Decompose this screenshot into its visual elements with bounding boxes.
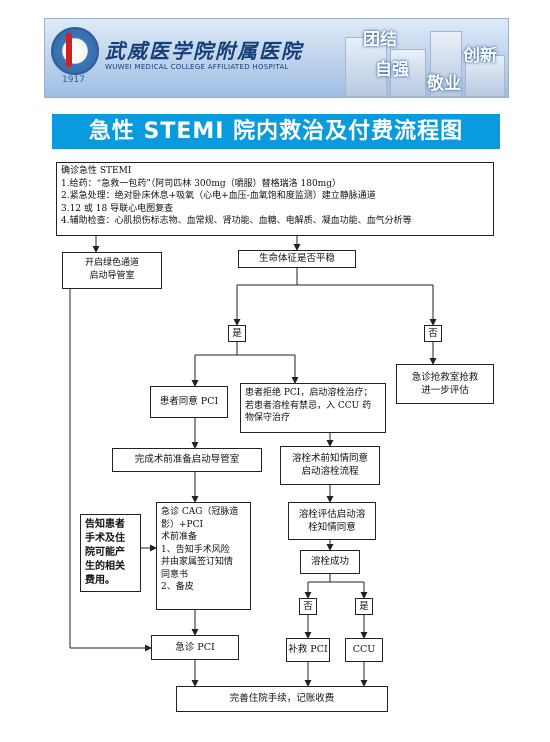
logo-year: 1917 bbox=[62, 75, 85, 85]
thrombolysis-eval-line: 溶栓评估启动溶 bbox=[298, 509, 366, 520]
staff-of-asclepius-icon bbox=[66, 33, 72, 67]
agree-pci-box: 患者同意 PCI bbox=[150, 386, 228, 418]
refuse-pci-line: 物保守治疗 bbox=[245, 413, 291, 423]
thrombolysis-consent-box: 溶栓术前知情同意 启动溶栓流程 bbox=[280, 446, 380, 485]
rescue-pci-box: 补救 PCI bbox=[286, 638, 330, 662]
hospital-logo bbox=[51, 27, 99, 75]
thrombolysis-consent-line: 溶栓术前知情同意 bbox=[291, 453, 368, 464]
hospital-name: 武威医学院附属医院 bbox=[105, 39, 303, 63]
cag-line: 并由家属签订知情 bbox=[161, 557, 234, 567]
admission-billing-box: 完善住院手续，记账收费 bbox=[176, 686, 388, 712]
er-rescue-line: 急诊抢救室抢救 bbox=[411, 372, 479, 383]
diagnosis-line: 4.辅助检查：心肌损伤标志物、血常规、肾功能、血糖、电解质、凝血功能、血气分析等 bbox=[61, 216, 412, 226]
vital-signs-box: 生命体征是否平稳 bbox=[238, 250, 356, 268]
diagnosis-box: 确诊急性 STEMI 1.给药：“急救一包药”（阿司匹林 300mg（嚼服）替格… bbox=[56, 162, 494, 236]
cag-line: 影）+PCI bbox=[161, 519, 204, 530]
diagnosis-line: 2.紧急处理：绝对卧床休息+吸氧（心电+血压-血氧饱和度监测）建立静脉通道 bbox=[61, 191, 376, 201]
building-graphic bbox=[465, 55, 505, 97]
cag-line: 急诊 CAG（冠脉造 bbox=[161, 507, 239, 517]
emergency-cag-box: 急诊 CAG（冠脉造 影）+PCI 术前准备 1、告知手术风险 并由家属签订知情… bbox=[156, 502, 251, 610]
cost-notice-line: 费用。 bbox=[85, 575, 115, 586]
refuse-pci-box: 患者拒绝 PCI，启动溶栓治疗； 若患者溶栓有禁忌，入 CCU 药 物保守治疗 bbox=[240, 383, 386, 433]
diagnosis-line: 确诊急性 STEMI bbox=[61, 166, 132, 176]
building-graphic bbox=[345, 37, 387, 97]
cag-line: 术前准备 bbox=[161, 532, 198, 542]
page-title: 急性 STEMI 院内救治及付费流程图 bbox=[52, 114, 500, 149]
prep-cath-box: 完成术前准备启动导管室 bbox=[112, 448, 262, 472]
success-yes-box: 是 bbox=[355, 598, 373, 615]
motto-word: 创新 bbox=[463, 46, 497, 66]
stable-yes-box: 是 bbox=[228, 325, 246, 342]
er-rescue-box: 急诊抢救室抢救 进一步评估 bbox=[396, 364, 494, 404]
cost-notice-line: 生的相关 bbox=[85, 561, 125, 572]
motto-word: 敬业 bbox=[427, 74, 461, 94]
cag-line: 1、告知手术风险 bbox=[161, 544, 230, 555]
building-graphic bbox=[390, 49, 426, 97]
ccu-box: CCU bbox=[345, 638, 383, 662]
cost-notice-line: 院可能产 bbox=[85, 547, 125, 558]
hospital-banner: 1917 武威医学院附属医院 WUWEI MEDICAL COLLEGE AFF… bbox=[44, 18, 509, 98]
motto-word: 自强 bbox=[375, 60, 409, 80]
refuse-pci-line: 患者拒绝 PCI，启动溶栓治疗； bbox=[245, 388, 373, 398]
cost-notice-box: 告知患者 手术及住 院可能产 生的相关 费用。 bbox=[80, 514, 141, 592]
thrombolysis-success-box: 溶栓成功 bbox=[300, 550, 360, 574]
motto-word: 团结 bbox=[363, 30, 397, 50]
diagnosis-line: 1.给药：“急救一包药”（阿司匹林 300mg（嚼服）替格瑞洛 180mg） bbox=[61, 178, 341, 189]
green-channel-box: 开启绿色通道 启动导管室 bbox=[62, 252, 162, 289]
green-channel-line: 开启绿色通道 bbox=[84, 258, 139, 268]
thrombolysis-eval-line: 栓知情同意 bbox=[308, 522, 356, 533]
refuse-pci-line: 若患者溶栓有禁忌，入 CCU 药 bbox=[245, 400, 372, 411]
success-no-box: 否 bbox=[299, 598, 317, 615]
building-graphic bbox=[430, 31, 462, 97]
cag-line: 同意书 bbox=[161, 569, 189, 580]
stable-no-box: 否 bbox=[424, 325, 442, 342]
hospital-english-name: WUWEI MEDICAL COLLEGE AFFILIATED HOSPITA… bbox=[105, 63, 289, 71]
cost-notice-line: 告知患者 bbox=[85, 519, 125, 530]
green-channel-line: 启动导管室 bbox=[89, 270, 135, 281]
diagnosis-line: 3.12 或 18 导联心电图复查 bbox=[61, 203, 174, 214]
er-rescue-line: 进一步评估 bbox=[421, 385, 469, 396]
thrombolysis-consent-line: 启动溶栓流程 bbox=[301, 466, 359, 477]
cost-notice-line: 手术及住 bbox=[85, 533, 125, 544]
thrombolysis-eval-box: 溶栓评估启动溶 栓知情同意 bbox=[288, 502, 376, 540]
emergency-pci-box: 急诊 PCI bbox=[151, 635, 239, 660]
cag-line: 2、备皮 bbox=[161, 582, 194, 592]
